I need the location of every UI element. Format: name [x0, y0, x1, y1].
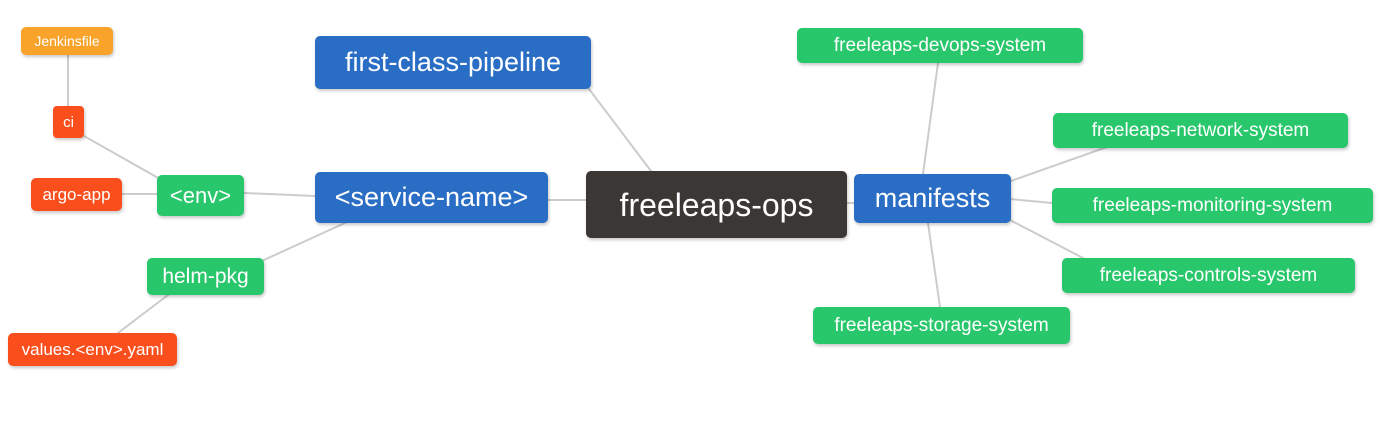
node-argo-app[interactable]: argo-app	[31, 178, 122, 211]
edge-values-helm-pkg	[117, 294, 169, 334]
edge-env-service-name	[243, 192, 316, 197]
edge-manifests-storage	[927, 222, 941, 308]
node-helm-pkg[interactable]: helm-pkg	[147, 258, 264, 295]
node-service-name[interactable]: <service-name>	[315, 172, 548, 223]
edge-manifests-network	[1010, 146, 1108, 182]
node-first-class-pipeline[interactable]: first-class-pipeline	[315, 36, 591, 89]
node-freeleaps-ops[interactable]: freeleaps-ops	[586, 171, 847, 238]
node-freeleaps-storage-system[interactable]: freeleaps-storage-system	[813, 307, 1070, 344]
node-env[interactable]: <env>	[157, 175, 244, 216]
node-values-env-yaml[interactable]: values.<env>.yaml	[8, 333, 177, 366]
edge-manifests-controls	[1007, 218, 1084, 259]
node-freeleaps-monitoring-system[interactable]: freeleaps-monitoring-system	[1052, 188, 1373, 223]
edge-manifests-devops	[922, 62, 939, 175]
node-freeleaps-network-system[interactable]: freeleaps-network-system	[1053, 113, 1348, 148]
edge-manifests-monitoring	[1009, 198, 1053, 204]
node-freeleaps-devops-system[interactable]: freeleaps-devops-system	[797, 28, 1083, 63]
node-freeleaps-controls-system[interactable]: freeleaps-controls-system	[1062, 258, 1355, 293]
node-manifests[interactable]: manifests	[854, 174, 1011, 223]
edge-ci-env	[83, 135, 161, 180]
edge-pipeline-ops	[588, 88, 652, 172]
edge-helm-pkg-service-name	[263, 221, 348, 261]
node-ci[interactable]: ci	[53, 106, 84, 138]
node-jenkinsfile[interactable]: Jenkinsfile	[21, 27, 113, 55]
